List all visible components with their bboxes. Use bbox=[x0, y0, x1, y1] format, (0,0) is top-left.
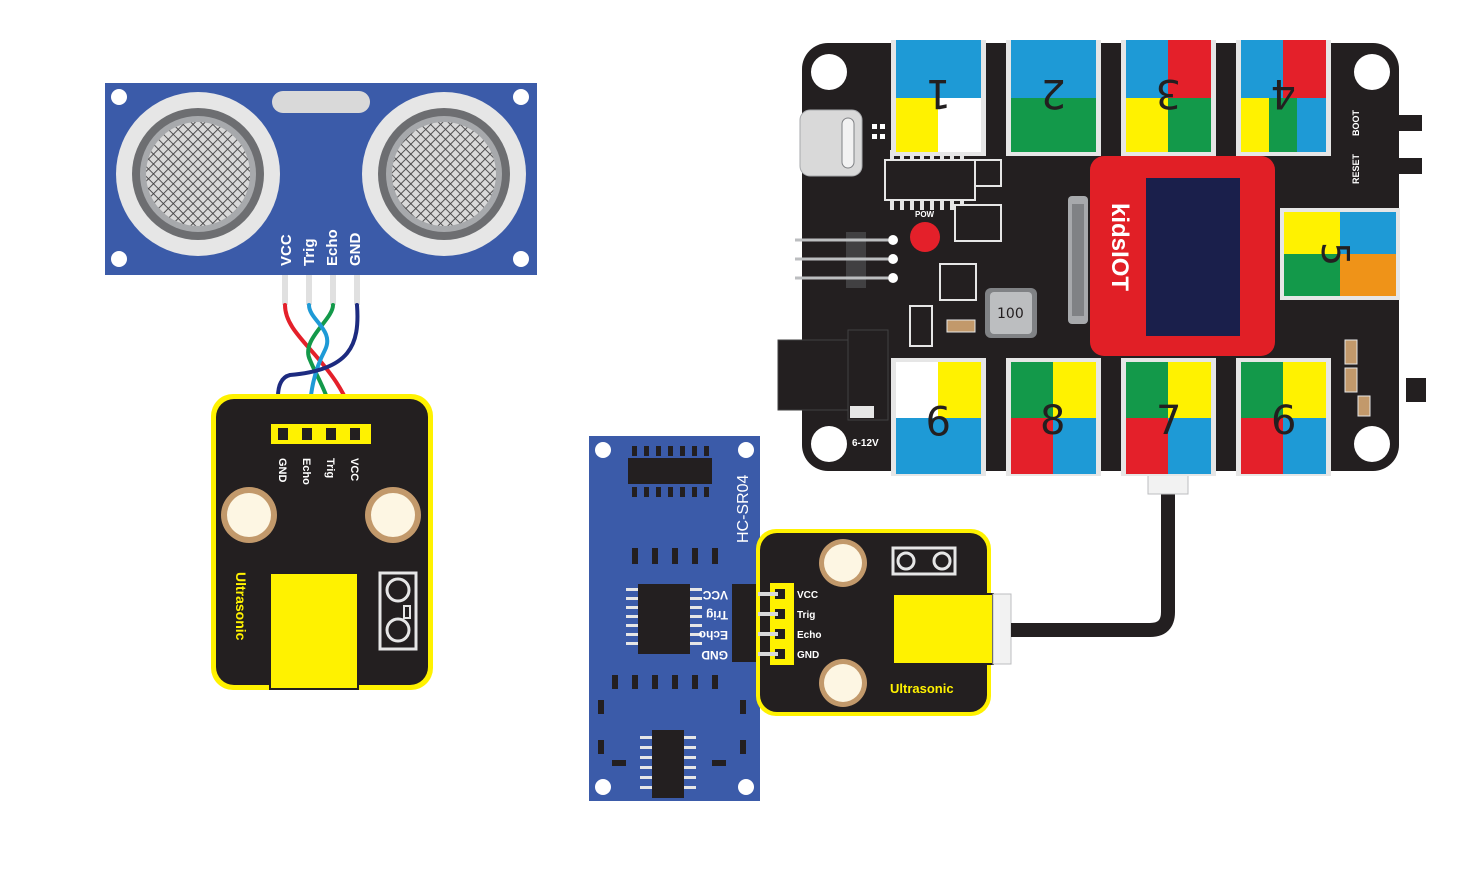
left-pin-trig: Trig bbox=[324, 458, 336, 478]
port-8-label: 8 bbox=[1040, 398, 1065, 444]
right-pin-trig: Trig bbox=[797, 610, 815, 621]
left-pin-echo: Echo bbox=[300, 458, 312, 485]
power-label: 6-12V bbox=[852, 438, 879, 449]
left-module-name: Ultrasonic bbox=[233, 572, 249, 641]
front-pin-gnd: GND bbox=[347, 233, 364, 267]
hc-sr04-front-sensor: VCC Trig Echo GND bbox=[105, 83, 537, 305]
port-3[interactable]: 3 bbox=[1121, 40, 1216, 156]
back-pin-gnd: GND bbox=[701, 648, 728, 662]
sensor-model-label: HC-SR04 bbox=[735, 474, 752, 543]
reset-label: RESET bbox=[1351, 153, 1361, 184]
port-9-label: 9 bbox=[926, 396, 951, 442]
port-7[interactable]: 7 bbox=[1121, 358, 1216, 476]
port-4-label: 4 bbox=[1271, 70, 1296, 116]
front-pin-echo: Echo bbox=[324, 229, 341, 266]
transducer-right bbox=[362, 92, 526, 256]
ultrasonic-adapter-left: GND Echo Trig VCC Ultrasonic bbox=[211, 394, 433, 690]
inductor-label: 100 bbox=[997, 306, 1024, 322]
port-6-label: 6 bbox=[1271, 398, 1296, 444]
pow-label: POW bbox=[915, 210, 935, 219]
brand-label: kidsIOT bbox=[1106, 203, 1133, 291]
transducer-left bbox=[116, 92, 280, 256]
port-8[interactable]: 8 bbox=[1006, 358, 1101, 476]
port-1[interactable]: 1 bbox=[891, 40, 986, 156]
front-pin-trig: Trig bbox=[301, 238, 318, 266]
kidsiot-board: POW 100 6-12V BOOT RESET kidsIOT bbox=[777, 40, 1426, 476]
port-2-label: 2 bbox=[1041, 70, 1066, 116]
port-4[interactable]: 4 bbox=[1236, 40, 1331, 156]
front-pin-vcc: VCC bbox=[278, 234, 295, 266]
back-pin-echo: Echo bbox=[699, 628, 728, 642]
port-1-label: 1 bbox=[926, 70, 951, 116]
port-2[interactable]: 2 bbox=[1006, 40, 1101, 156]
port-9[interactable]: 9 bbox=[891, 358, 986, 476]
port-6[interactable]: 6 bbox=[1236, 358, 1331, 476]
port-5[interactable]: 5 bbox=[1280, 208, 1400, 300]
right-pin-gnd: GND bbox=[797, 650, 819, 661]
back-pin-trig: Trig bbox=[706, 608, 728, 622]
port-5-label: 5 bbox=[1313, 242, 1357, 266]
right-pin-vcc: VCC bbox=[797, 590, 818, 601]
left-pin-gnd: GND bbox=[276, 458, 288, 483]
hc-sr04-back-sensor: HC-SR04 VCC Trig Echo GND bbox=[589, 436, 760, 801]
ultrasonic-adapter-right: VCC Trig Echo GND Ultrasonic bbox=[756, 529, 1012, 716]
right-module-name: Ultrasonic bbox=[890, 681, 954, 696]
left-pin-vcc: VCC bbox=[348, 458, 360, 481]
port-3-label: 3 bbox=[1156, 70, 1181, 116]
board-cable bbox=[1011, 471, 1189, 637]
right-pin-echo: Echo bbox=[797, 630, 821, 641]
boot-label: BOOT bbox=[1351, 109, 1361, 136]
port-7-label: 7 bbox=[1156, 398, 1181, 444]
back-pin-vcc: VCC bbox=[702, 588, 728, 602]
